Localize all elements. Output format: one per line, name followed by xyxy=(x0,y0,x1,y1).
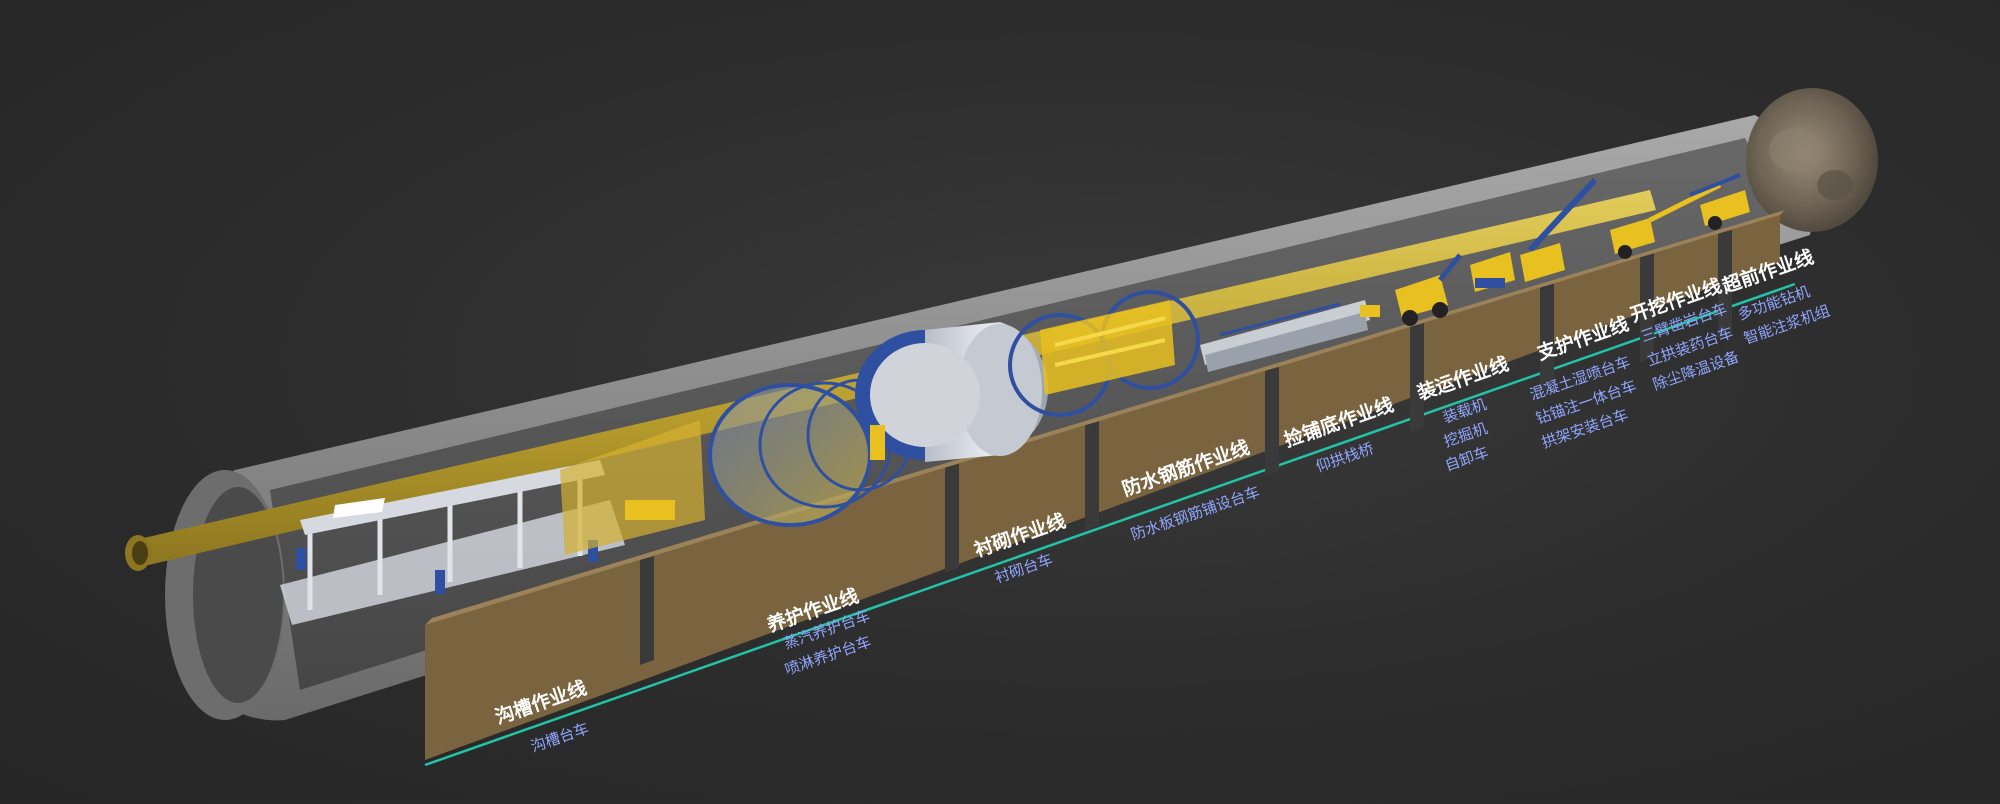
curing-trolley xyxy=(560,378,914,555)
section-divider xyxy=(640,555,654,665)
machinery xyxy=(280,173,1750,625)
drill-rigs xyxy=(1520,173,1750,282)
lining-trolley xyxy=(855,322,1049,462)
section-divider xyxy=(1085,421,1099,531)
section-divider xyxy=(945,463,959,573)
loading-vehicles xyxy=(1395,252,1515,326)
section-divider xyxy=(1640,253,1654,363)
section-dividers xyxy=(640,229,1732,665)
section-divider xyxy=(1718,229,1732,339)
section-divider xyxy=(1410,322,1424,432)
base-line xyxy=(424,282,1796,767)
equipment-label: 仰拱栈桥 xyxy=(1313,439,1376,476)
rock-face xyxy=(1746,88,1878,232)
waterproof-trolley xyxy=(1008,290,1200,417)
arch-bridge xyxy=(1200,300,1380,372)
section-divider xyxy=(1265,366,1279,476)
section-divider xyxy=(1540,283,1554,393)
